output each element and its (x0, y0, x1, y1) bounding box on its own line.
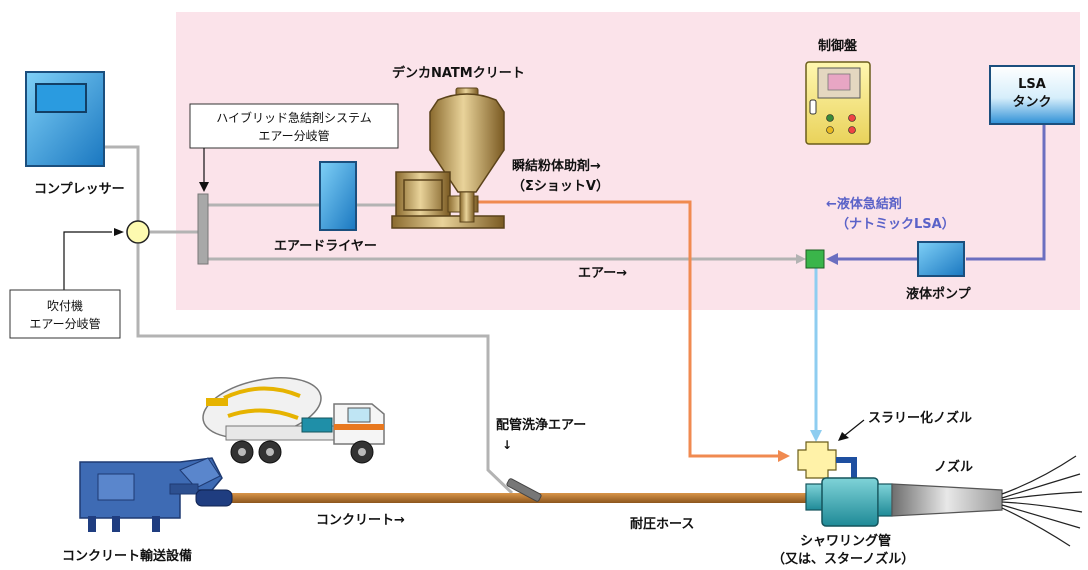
concrete-flow-label: コンクリート→ (316, 513, 405, 528)
liquid-pump (917, 241, 965, 277)
powder-line (478, 200, 778, 458)
concrete-pump-equipment (79, 457, 233, 532)
liquid-label-1: ←液体急結剤 (826, 196, 902, 212)
nozzle-cone (891, 483, 1003, 517)
sprayer-branch-label-2: エアー分岐管 (29, 316, 100, 331)
denka-label: デンカNATMクリート (392, 65, 525, 81)
hybrid-branch-arrow-head (199, 182, 209, 192)
lsa-label-2: タンク (1012, 95, 1051, 110)
shower-ring-pipe (805, 477, 893, 527)
hybrid-branch-label-1: ハイブリッド急結剤システム (216, 110, 371, 125)
pipe-wash-coupling (506, 478, 542, 502)
shower-label-2: （又は、スターノズル） (772, 551, 914, 567)
powder-arrow-head (778, 450, 790, 462)
powder-label-1: 瞬結粉体助剤→ (512, 158, 601, 174)
air-arrow-head (796, 254, 806, 264)
shower-label-1: シャワリング管 (800, 533, 891, 549)
mixed-arrow-head (810, 430, 822, 442)
control-panel (805, 61, 871, 145)
pipe-wash-label: 配管洗浄エアー (496, 417, 586, 433)
pipe-wash-air-line (136, 244, 514, 495)
junction-valve (126, 220, 150, 244)
slurry-feed-pipe (836, 457, 857, 484)
hybrid-branch-box (189, 103, 399, 149)
powder-label-2: （ΣショットV） (512, 178, 609, 194)
slurry-label: スラリー化ノズル (868, 410, 972, 426)
sprayer-branch-label-1: 吹付機 (47, 298, 83, 313)
slurry-pointer (843, 419, 865, 437)
dryer-label: エアードライヤー (274, 239, 377, 254)
lsa-tank (989, 65, 1075, 125)
pressure-hose-label: 耐圧ホース (630, 516, 694, 532)
control-panel-label: 制御盤 (818, 38, 858, 54)
slurry-arrow-head (838, 432, 849, 441)
pump-label: 液体ポンプ (906, 286, 972, 302)
air-branch-manifold (197, 193, 209, 265)
spray-lines (1001, 455, 1083, 547)
lsa-label-1: LSA (1018, 77, 1046, 92)
liquid-arrow-head (826, 253, 838, 265)
compressor-label: コンプレッサー (34, 182, 125, 197)
air-label: エアー→ (578, 266, 627, 281)
mixing-block (805, 249, 825, 269)
powder-feeder-machine (391, 87, 505, 229)
sprayer-branch-box (9, 289, 121, 339)
sprayer-branch-arrow-head (114, 228, 124, 236)
mixer-truck (202, 377, 385, 464)
slurry-nozzle (797, 441, 837, 479)
compressor-air-line (103, 145, 140, 230)
compressor-unit (25, 71, 105, 167)
air-dryer (319, 161, 357, 231)
sprayer-branch-pointer (63, 231, 112, 290)
concrete-hose (230, 493, 810, 503)
pipe-wash-arrow: ↓ (502, 438, 512, 452)
hybrid-branch-label-2: エアー分岐管 (258, 128, 329, 143)
nozzle-label: ノズル (934, 459, 973, 475)
liquid-line (966, 123, 1046, 261)
transport-label: コンクリート輸送設備 (62, 548, 192, 564)
liquid-label-2: （ナトミックLSA） (836, 216, 955, 232)
